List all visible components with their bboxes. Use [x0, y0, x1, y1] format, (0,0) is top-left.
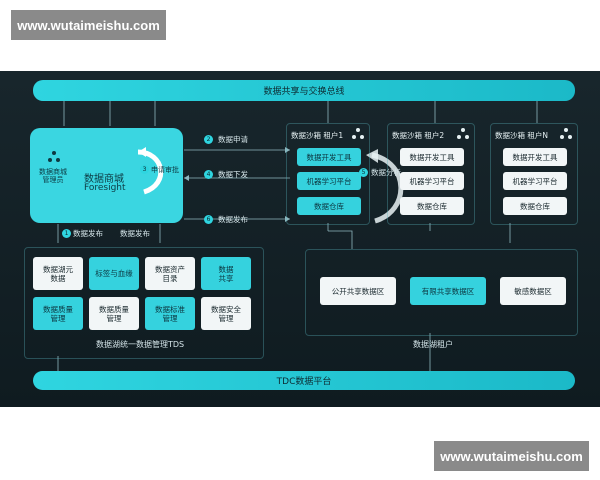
tdc-platform-bus: TDC数据平台 [33, 371, 575, 390]
tenantn-warehouse: 数据仓库 [503, 197, 567, 215]
flow-num-3: 6 [204, 215, 213, 224]
admin-label: 数据商城 管理员 [39, 168, 67, 185]
approve-num: 3 [140, 165, 149, 174]
approve-label: 申请审批 [151, 166, 179, 174]
lake-zone-limited: 有限共享数据区 [410, 277, 486, 305]
flow-label-publish: 数据发布 [218, 215, 248, 224]
lake-zone-public: 公开共享数据区 [320, 277, 396, 305]
tds-cell-quality-1: 数据质量 管理 [33, 297, 83, 330]
admin-icon [48, 151, 60, 162]
watermark-bottom: www.wutaimeishu.com [434, 441, 589, 471]
analysis-num: 5 [359, 168, 368, 177]
tenant-box-n [490, 123, 578, 225]
analysis-label: 数据分析 [371, 168, 401, 177]
tenant1-warehouse: 数据仓库 [297, 197, 361, 215]
tds-cell-security: 数据安全 管理 [201, 297, 251, 330]
tenant-box-1 [286, 123, 370, 225]
publish-label-2: 数据发布 [120, 229, 150, 238]
tds-cell-share: 数据 共享 [201, 257, 251, 290]
tds-cell-lineage: 标签与血缘 [89, 257, 139, 290]
tds-title: 数据湖统一数据管理TDS [96, 340, 185, 349]
tenantn-ml-platform: 机器学习平台 [503, 172, 567, 190]
tenant-icon-2 [457, 128, 469, 139]
tenant2-dev-tool: 数据开发工具 [400, 148, 464, 166]
tenant-icon-1 [352, 128, 364, 139]
mall-title: 数据商城 [84, 174, 124, 185]
tenant-box-2 [387, 123, 475, 225]
watermark-top: www.wutaimeishu.com [11, 10, 166, 40]
mall-subtitle: Foresight [84, 183, 126, 193]
tenant-title-n: 数据沙箱 租户N [495, 131, 548, 140]
flow-num-1: 2 [204, 135, 213, 144]
tds-cell-quality-2: 数据质量 管理 [89, 297, 139, 330]
lake-zone-sensitive: 敏感数据区 [500, 277, 566, 305]
tenant2-ml-platform: 机器学习平台 [400, 172, 464, 190]
publish-num-1: 1 [62, 229, 71, 238]
data-mall-box: 数据商城 管理员 数据商城 Foresight 3 申请审批 [30, 128, 183, 223]
tenant-icon-n [560, 128, 572, 139]
approval-arc-icon [137, 147, 164, 195]
flow-num-2: 4 [204, 170, 213, 179]
lake-box [305, 249, 578, 336]
flow-label-apply: 数据申请 [218, 135, 248, 144]
flow-label-issue: 数据下发 [218, 170, 248, 179]
tds-cell-metadata: 数据湖元 数据 [33, 257, 83, 290]
lake-title: 数据湖租户 [413, 340, 453, 349]
tenant1-ml-platform: 机器学习平台 [297, 172, 361, 190]
tenantn-dev-tool: 数据开发工具 [503, 148, 567, 166]
tds-cell-standard: 数据标准 管理 [145, 297, 195, 330]
tds-cell-catalog: 数据资产 目录 [145, 257, 195, 290]
tenant1-dev-tool: 数据开发工具 [297, 148, 361, 166]
tds-box [24, 247, 264, 359]
architecture-diagram: 数据共享与交换总线 数据商城 管理员 数据商城 Foresight 3 申请审批… [0, 71, 600, 407]
publish-label-1: 数据发布 [73, 229, 103, 238]
tenant-title-2: 数据沙箱 租户2 [392, 131, 445, 140]
tenant2-warehouse: 数据仓库 [400, 197, 464, 215]
data-exchange-bus: 数据共享与交换总线 [33, 80, 575, 101]
tenant-title-1: 数据沙箱 租户1 [291, 131, 344, 140]
